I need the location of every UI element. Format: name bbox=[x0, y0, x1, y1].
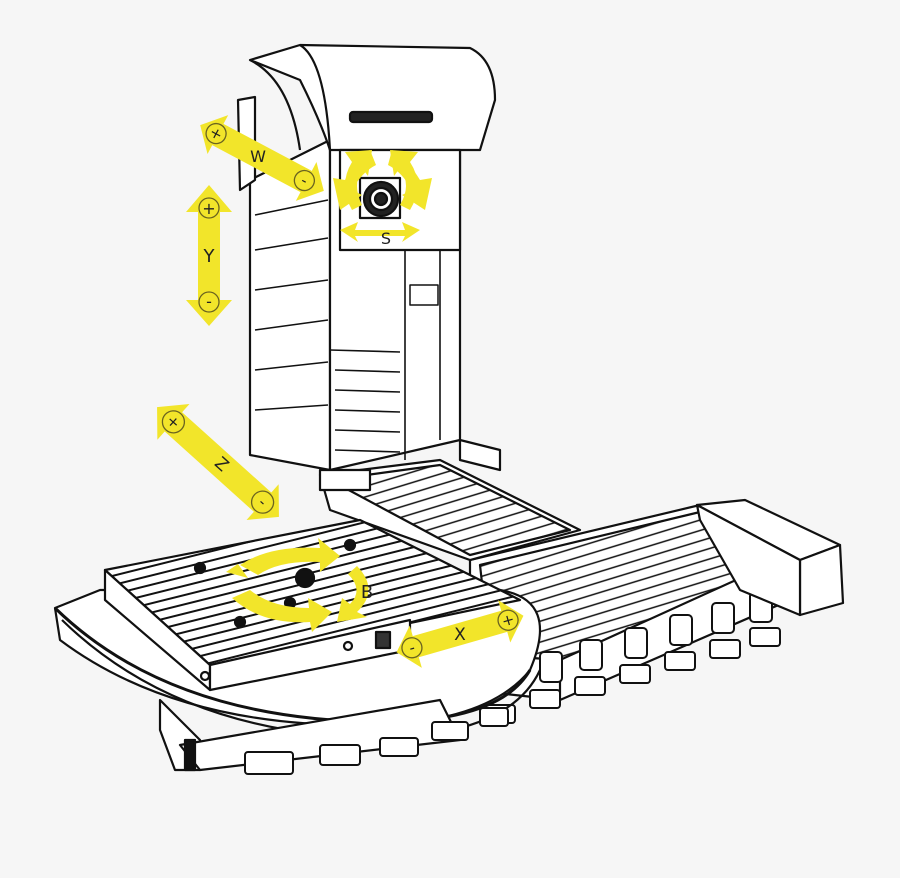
x-bed bbox=[468, 503, 792, 724]
s-axis-arrow bbox=[333, 150, 432, 242]
x-axis-arrow: - + bbox=[396, 600, 524, 668]
axis-arrows: + - W S + - Y + - bbox=[157, 115, 524, 668]
b-axis-label: B bbox=[361, 582, 373, 603]
y-plus-marker bbox=[198, 197, 220, 219]
w-minus-marker bbox=[293, 169, 316, 192]
base-feet bbox=[244, 707, 509, 775]
z-ways bbox=[318, 438, 582, 562]
w-axis-label: W bbox=[250, 147, 266, 166]
end-cover bbox=[695, 498, 845, 617]
z-axis-arrow: + - bbox=[157, 404, 279, 520]
x-plus-sign: + bbox=[500, 610, 517, 631]
spindle bbox=[358, 176, 402, 220]
machine-drawing bbox=[53, 43, 845, 775]
x-plus-marker bbox=[497, 609, 519, 631]
bed-feet bbox=[484, 591, 781, 724]
w-axis-arrow: + - bbox=[200, 115, 324, 201]
s-axis-label: S bbox=[381, 229, 391, 248]
z-minus-marker bbox=[250, 490, 275, 514]
pallet-table bbox=[103, 518, 522, 692]
x-minus-marker bbox=[401, 637, 423, 659]
y-axis-arrow: + - bbox=[186, 185, 232, 326]
y-minus-sign: - bbox=[206, 292, 212, 311]
b-axis-arrow bbox=[226, 538, 369, 632]
z-plus-marker bbox=[161, 410, 186, 434]
y-axis-label: Y bbox=[203, 246, 216, 267]
x-axis-label: X bbox=[454, 625, 466, 645]
w-plus-marker bbox=[205, 122, 227, 145]
x-minus-sign: - bbox=[407, 638, 417, 657]
y-plus-sign: + bbox=[202, 199, 215, 218]
y-minus-marker bbox=[198, 291, 220, 313]
